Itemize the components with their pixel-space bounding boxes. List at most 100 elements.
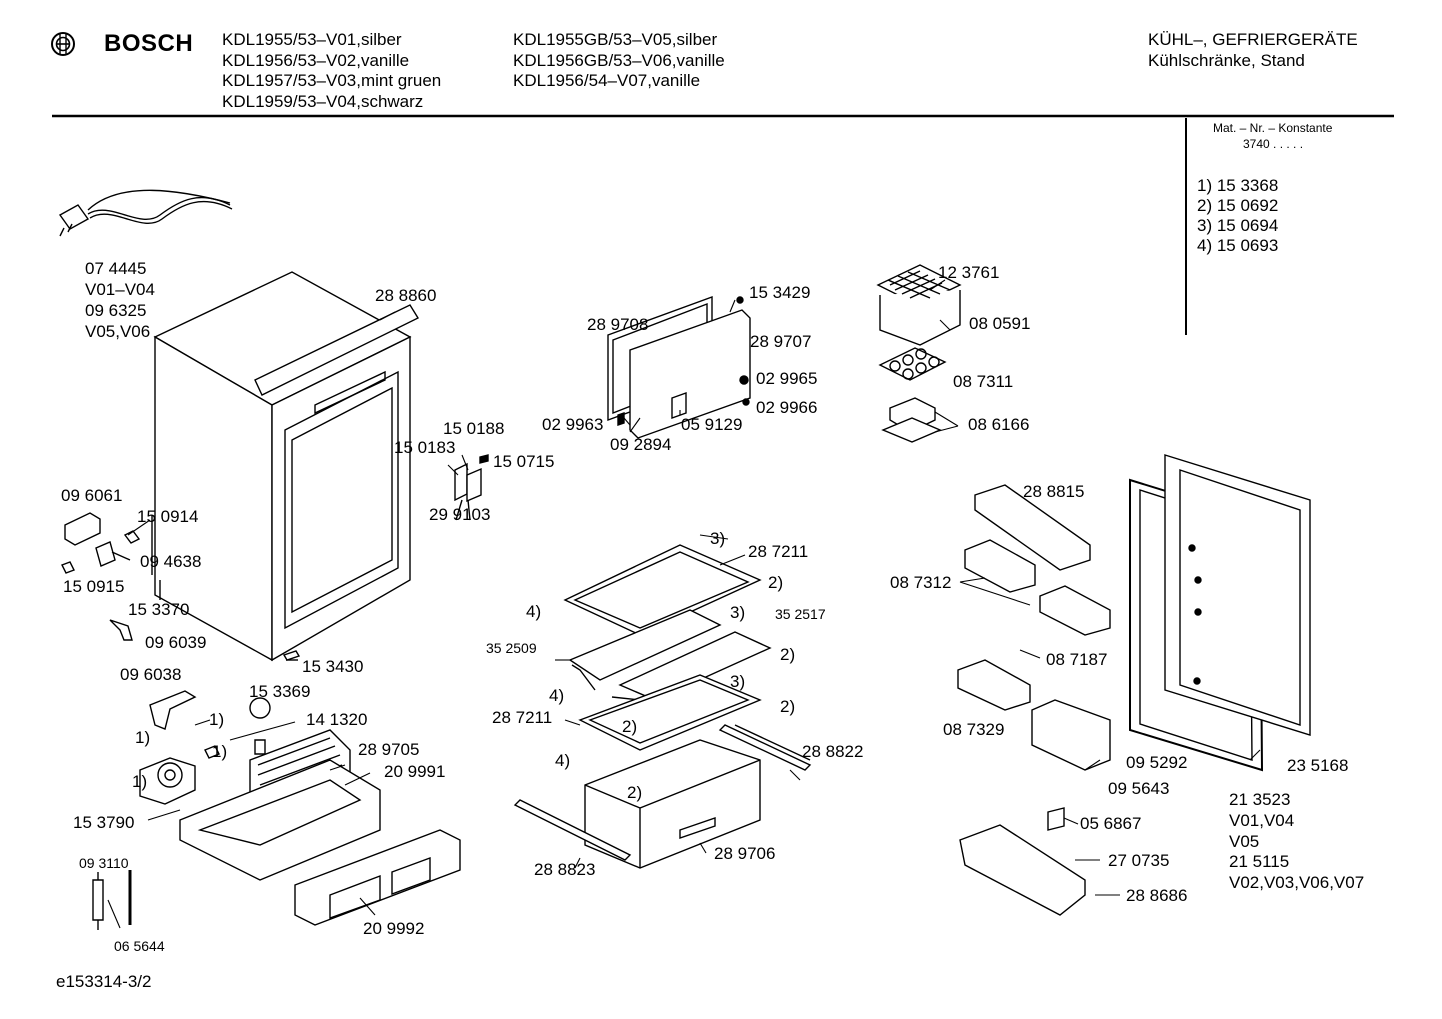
ref-marker: 4) — [555, 751, 571, 770]
model-item: KDL1955GB/53–V05,silber — [513, 30, 718, 49]
reference-item: 1) 15 3368 — [1197, 176, 1279, 195]
part-label: 09 6039 — [145, 633, 207, 652]
part-label: 28 8822 — [802, 742, 864, 761]
part-label: V01–V04 — [85, 280, 155, 299]
part-label: 15 0915 — [63, 577, 125, 596]
part-label: 20 9992 — [363, 919, 425, 938]
mat-nr-title: Mat. – Nr. – Konstante — [1213, 121, 1333, 135]
part-label: 28 9706 — [714, 844, 776, 863]
part-label: 02 9966 — [756, 398, 818, 417]
brand-name: BOSCH — [104, 30, 194, 57]
reference-item: 4) 15 0693 — [1197, 236, 1279, 255]
part-label: 28 9707 — [750, 332, 812, 351]
document-id: e153314-3/2 — [56, 972, 152, 991]
ref-marker: 4) — [526, 602, 542, 621]
part-label: 15 0715 — [493, 452, 555, 471]
ice-cube-box-icon — [881, 397, 942, 443]
part-label: 15 3429 — [749, 283, 811, 302]
part-label: 28 7211 — [492, 708, 553, 727]
part-label: V01,V04 — [1229, 811, 1295, 830]
part-label: 20 9991 — [384, 762, 446, 781]
part-label: 09 6325 — [85, 301, 147, 320]
bosch-logo-icon — [51, 32, 75, 56]
power-cord-icon — [58, 189, 233, 237]
leader-lines — [107, 279, 1261, 929]
model-item: KDL1959/53–V04,schwarz — [222, 91, 424, 111]
glass-shelf-top-icon — [563, 544, 762, 636]
part-label: 09 4638 — [140, 552, 202, 571]
part-label: 28 7211 — [748, 542, 809, 561]
hinge-bracket-icon — [454, 454, 489, 521]
ref-marker: 1) — [212, 742, 228, 761]
temperature-sensor-icon — [92, 870, 132, 930]
part-label: 35 2517 — [775, 606, 826, 622]
part-label: 07 4445 — [85, 259, 147, 278]
model-item: KDL1956GB/53–V06,vanille — [513, 50, 725, 70]
reference-item: 3) 15 0694 — [1197, 216, 1279, 235]
part-label: 08 7187 — [1046, 650, 1108, 669]
ref-marker: 4) — [549, 686, 565, 705]
part-label: 28 8686 — [1126, 886, 1188, 905]
part-label: 27 0735 — [1108, 851, 1170, 870]
reference-item: 2) 15 0692 — [1197, 196, 1279, 215]
part-label: 28 9708 — [587, 315, 649, 334]
mat-nr-constant: 3740 . . . . . — [1243, 137, 1304, 151]
model-item: KDL1957/53–V03,mint gruen — [222, 71, 442, 90]
fan-unit-icon — [139, 690, 271, 805]
part-label: 29 9103 — [429, 505, 491, 524]
part-label: 08 6166 — [968, 415, 1030, 434]
ref-marker: 3) — [730, 672, 746, 691]
model-item: KDL1956/53–V02,vanille — [222, 50, 410, 70]
part-label: 08 7311 — [953, 372, 1014, 391]
door-tray-icon — [957, 484, 1111, 916]
part-label: 09 3110 — [79, 855, 129, 871]
part-label: V05,V06 — [85, 322, 151, 341]
model-list-col1: KDL1955/53–V01,silber KDL1956/53–V02,van… — [222, 30, 441, 112]
ref-marker: 2) — [768, 573, 784, 592]
category-title: KÜHL–, GEFRIERGERÄTE — [1148, 30, 1358, 49]
part-label: 15 3430 — [302, 657, 364, 676]
part-label: 28 8823 — [534, 860, 596, 879]
part-label: 15 0183 — [394, 438, 456, 457]
model-list-col2: KDL1955GB/53–V05,silber KDL1956GB/53–V06… — [513, 30, 725, 92]
drawer-rails-icon — [513, 724, 812, 861]
part-label: V05 — [1229, 832, 1260, 851]
freezer-flap-icon — [607, 295, 751, 439]
egg-tray-icon — [878, 347, 947, 381]
part-label: 09 5643 — [1108, 779, 1170, 798]
part-label: 05 9129 — [681, 415, 743, 434]
door-panel-icon — [1164, 454, 1311, 736]
part-label: 09 5292 — [1126, 753, 1188, 772]
ref-marker: 2) — [780, 697, 796, 716]
part-label: 02 9963 — [542, 415, 604, 434]
part-label: 28 8815 — [1023, 482, 1085, 501]
condenser-icon — [179, 729, 461, 926]
ref-marker: 2) — [780, 645, 796, 664]
model-item: KDL1956/54–V07,vanille — [513, 71, 701, 90]
category-subtitle: Kühlschränke, Stand — [1148, 51, 1305, 70]
ref-marker: 2) — [627, 783, 643, 802]
ref-marker: 1) — [132, 772, 148, 791]
ref-marker: 3) — [710, 529, 726, 548]
ref-marker: 3) — [730, 603, 746, 622]
part-label: 05 6867 — [1080, 814, 1142, 833]
part-label: 09 6038 — [120, 665, 182, 684]
part-label: 08 7329 — [943, 720, 1005, 739]
part-label: 08 0591 — [969, 314, 1031, 333]
part-label: 28 8860 — [375, 286, 437, 305]
part-label: 15 0914 — [137, 507, 199, 526]
part-label: 02 9965 — [756, 369, 818, 388]
part-label: 14 1320 — [306, 710, 368, 729]
glass-shelf-bottom-icon — [578, 674, 762, 751]
part-label: 15 3370 — [128, 600, 190, 619]
ice-tray-icon — [876, 264, 962, 346]
part-label: 09 6061 — [61, 486, 123, 505]
part-label: 15 0188 — [443, 419, 505, 438]
part-label: 21 5115 — [1229, 852, 1290, 871]
crisper-drawer-icon — [584, 739, 761, 869]
ref-marker: 2) — [622, 717, 638, 736]
part-label: 08 7312 — [890, 573, 952, 592]
part-label: 09 2894 — [610, 435, 672, 454]
part-label: 15 3790 — [73, 813, 135, 832]
